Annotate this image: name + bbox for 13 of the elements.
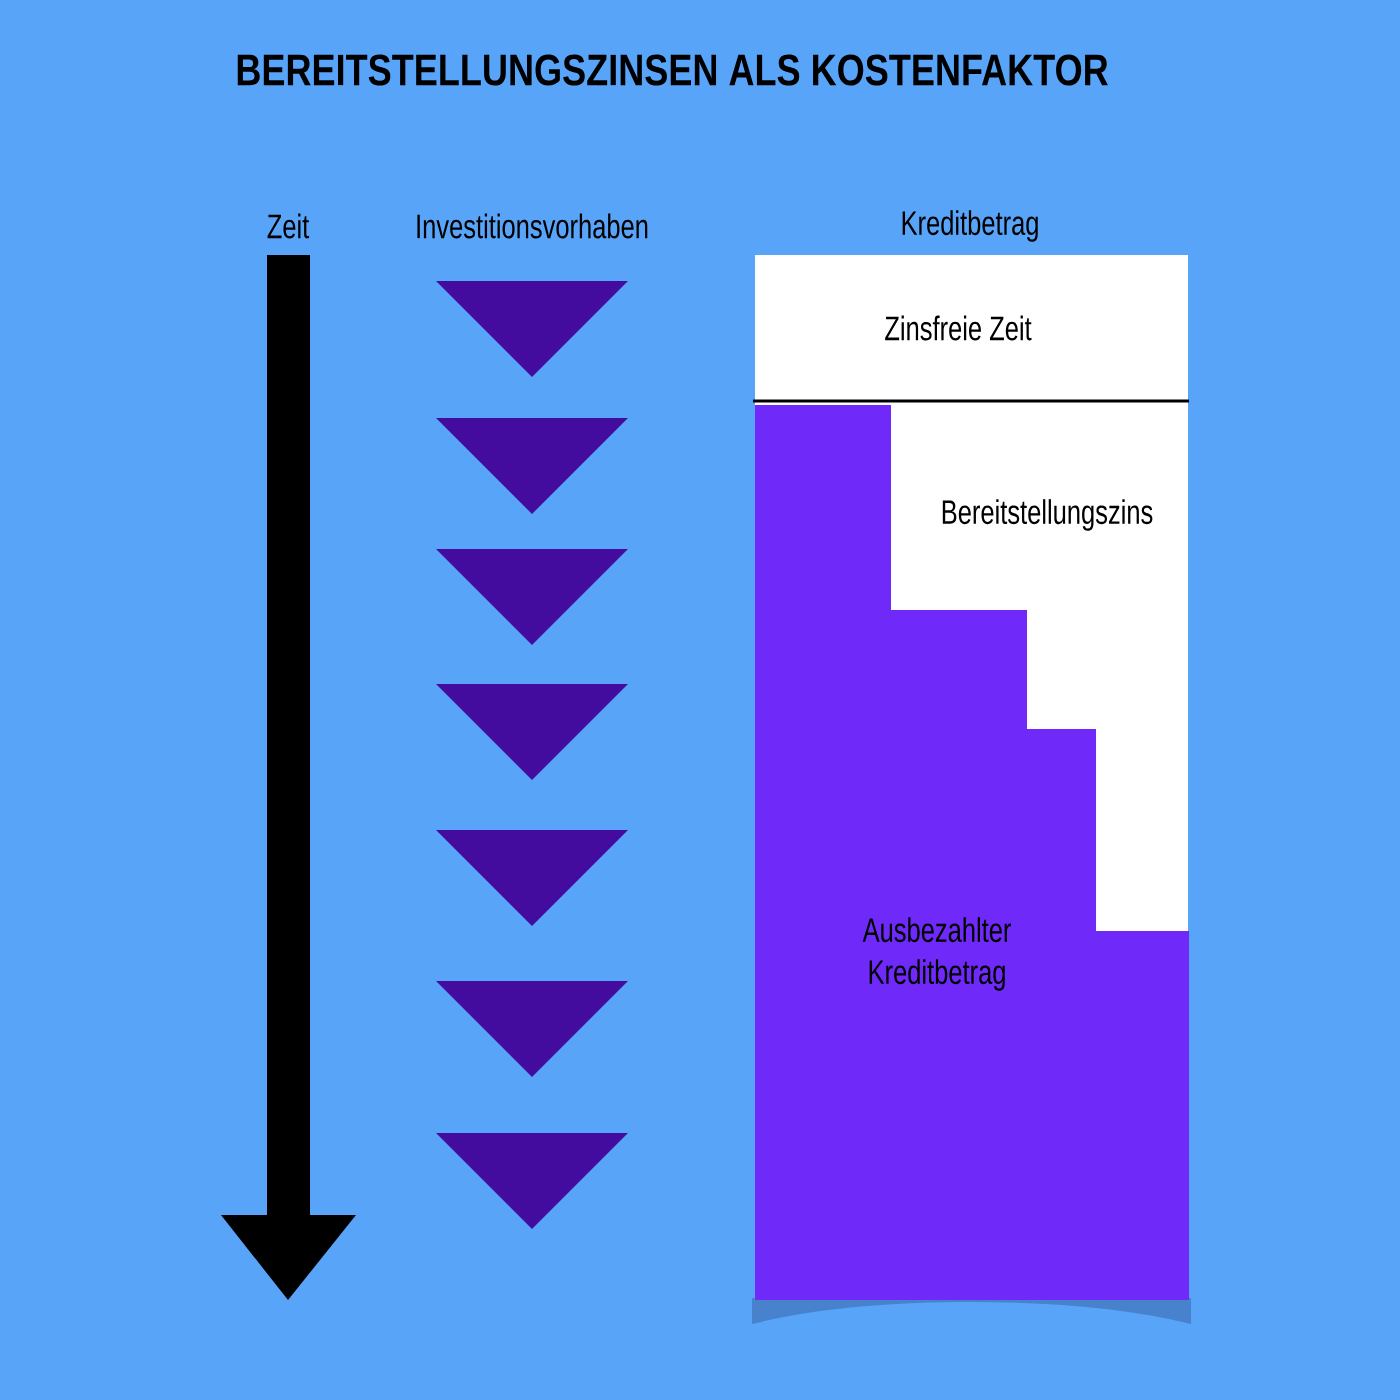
- section-label: Zinsfreie Zeit: [885, 315, 1032, 341]
- triangle-marker: [436, 418, 628, 514]
- triangle-marker: [436, 830, 628, 926]
- column-heading: Zeit: [267, 213, 310, 239]
- triangle-marker: [436, 1133, 628, 1229]
- triangle-marker: [436, 549, 628, 645]
- triangle-marker: [436, 981, 628, 1077]
- section-label: Bereitstellungszins: [942, 499, 1153, 531]
- column-heading: Kreditbetrag: [902, 210, 1038, 242]
- triangle-marker: [436, 281, 628, 377]
- triangle-marker: [436, 684, 628, 780]
- title: BEREITSTELLUNGSZINSEN ALS KOSTENFAKTOR: [237, 54, 1108, 86]
- column-heading: Investitionsvorhaben: [417, 213, 648, 239]
